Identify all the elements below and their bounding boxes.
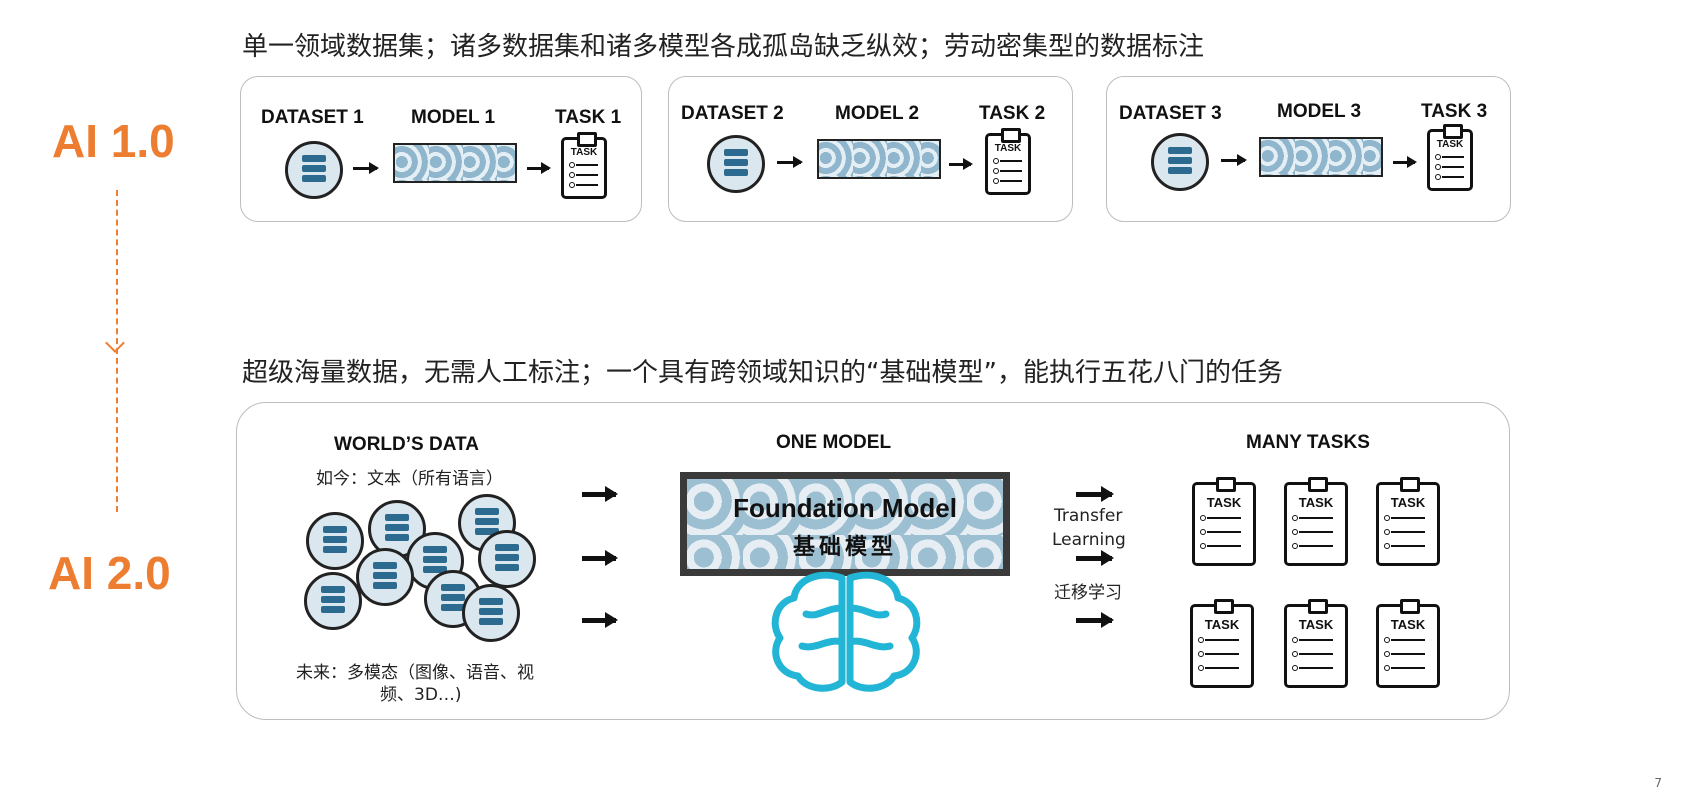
gear-model-icon — [1259, 137, 1383, 177]
task-label: TASK 3 — [1421, 101, 1488, 122]
ai2-caption: 超级海量数据，无需人工标注；一个具有跨领域知识的“基础模型”，能执行五花八门的任… — [242, 358, 1283, 388]
foundation-model-box: Foundation Model 基础模型 — [680, 472, 1010, 576]
worlds-data-now: 如今：文本（所有语言） — [316, 469, 503, 489]
database-icon — [707, 135, 765, 193]
output-arrow-icon — [1076, 550, 1114, 566]
ai-1-label: AI 1.0 — [52, 115, 175, 167]
transfer-label-zh: 迁移学习 — [1054, 583, 1122, 603]
ai1-caption: 单一领域数据集；诸多数据集和诸多模型各成孤岛缺乏纵效；劳动密集型的数据标注 — [242, 32, 1205, 62]
task-clipboard-icon: TASK — [1190, 599, 1254, 688]
evolution-dashed-line — [116, 190, 118, 512]
input-arrow-icon — [582, 612, 618, 628]
arrow-icon — [353, 162, 379, 174]
task-clipboard-icon: TASK — [985, 128, 1031, 195]
transfer-label-line2: Learning — [1052, 530, 1126, 550]
output-arrow-icon — [1076, 612, 1114, 628]
pipeline-panel-2: DATASET 2 MODEL 2 TASK 2 TASK — [668, 76, 1073, 222]
task-clipboard-icon: TASK — [1284, 599, 1348, 688]
dataset-label: DATASET 1 — [261, 107, 364, 128]
database-icon — [462, 584, 520, 642]
task-clipboard-icon: TASK — [1284, 477, 1348, 566]
task-label: TASK 2 — [979, 103, 1046, 124]
dataset-label: DATASET 2 — [681, 103, 784, 124]
task-label: TASK 1 — [555, 107, 622, 128]
worlds-data-heading: WORLD’S DATA — [334, 434, 479, 455]
dataset-label: DATASET 3 — [1119, 103, 1222, 124]
task-clipboard-icon: TASK — [561, 132, 607, 199]
database-icon — [306, 512, 364, 570]
transfer-label-line1: Transfer — [1054, 506, 1123, 526]
model-label: MODEL 3 — [1277, 101, 1362, 122]
brain-icon — [771, 571, 921, 692]
pipeline-panel-1: DATASET 1 MODEL 1 TASK 1 TASK — [240, 76, 642, 222]
gear-model-icon — [393, 143, 517, 183]
database-icon — [304, 572, 362, 630]
arrow-icon — [1221, 154, 1247, 166]
task-clipboard-icon: TASK — [1192, 477, 1256, 566]
evolution-arrow-head — [105, 333, 125, 353]
task-clipboard-icon: TASK — [1376, 599, 1440, 688]
arrow-icon — [527, 162, 551, 174]
task-clipboard-icon: TASK — [1427, 124, 1473, 191]
gear-model-icon — [817, 139, 941, 179]
arrow-icon — [949, 158, 973, 170]
database-icon — [356, 548, 414, 606]
task-clipboard-icon: TASK — [1376, 477, 1440, 566]
model-label: MODEL 2 — [835, 103, 920, 124]
many-tasks-heading: MANY TASKS — [1246, 432, 1370, 453]
model-label: MODEL 1 — [411, 107, 496, 128]
arrow-icon — [1393, 156, 1417, 168]
input-arrow-icon — [582, 550, 618, 566]
worlds-data-future-line1: 未来：多模态（图像、语音、视 — [296, 663, 534, 683]
arrow-icon — [777, 156, 803, 168]
one-model-heading: ONE MODEL — [776, 432, 892, 453]
input-arrow-icon — [582, 486, 618, 502]
database-icon — [1151, 133, 1209, 191]
output-arrow-icon — [1076, 486, 1114, 502]
pipeline-panel-3: DATASET 3 MODEL 3 TASK 3 TASK — [1106, 76, 1511, 222]
ai-2-label: AI 2.0 — [48, 547, 171, 599]
foundation-model-subtitle: 基础模型 — [792, 535, 897, 560]
page-number: 7 — [1654, 776, 1662, 790]
database-icon — [285, 141, 343, 199]
database-icon — [478, 530, 536, 588]
foundation-model-title: Foundation Model — [733, 493, 957, 523]
worlds-data-future-line2: 频、3D…) — [380, 685, 462, 705]
